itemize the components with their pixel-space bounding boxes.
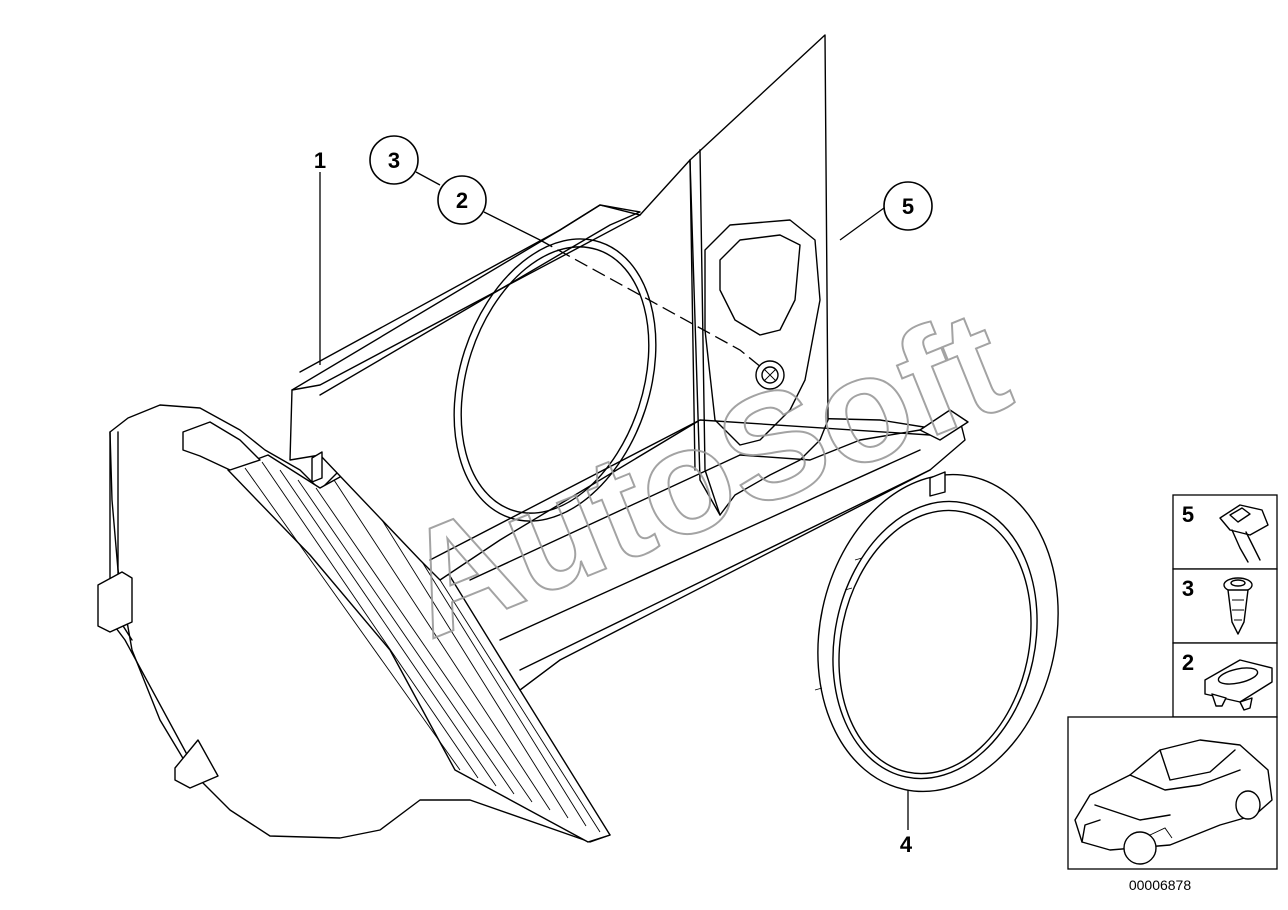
svg-text:1: 1: [314, 148, 326, 173]
clip-icon: [1219, 504, 1269, 563]
legend-item-rivet: 3: [1172, 568, 1278, 644]
svg-text:2: 2: [1182, 650, 1194, 675]
svg-text:3: 3: [388, 148, 400, 173]
grommet-icon: [1204, 659, 1273, 711]
car-icon: [1074, 739, 1273, 865]
legend: 5 3 2: [1067, 494, 1278, 893]
callout-4: 4: [900, 832, 913, 857]
reference-number: 00006878: [1129, 877, 1192, 893]
callout-2: 2: [437, 175, 487, 225]
thumbnail: [1067, 716, 1278, 870]
legend-item-clip: 5: [1172, 494, 1278, 570]
svg-text:4: 4: [900, 832, 913, 857]
leader-lines: [319, 171, 909, 830]
speaker-ring: [814, 471, 1059, 793]
trim-panel: [97, 34, 969, 843]
expanding-rivet-icon: [1223, 577, 1253, 635]
svg-text:5: 5: [1182, 502, 1194, 527]
callout-5: 5: [883, 181, 933, 231]
svg-text:5: 5: [902, 194, 914, 219]
svg-text:3: 3: [1182, 576, 1194, 601]
svg-text:2: 2: [456, 188, 468, 213]
legend-item-grommet: 2: [1172, 642, 1278, 718]
callout-3: 3: [369, 135, 419, 185]
callout-1: 1: [314, 148, 326, 173]
